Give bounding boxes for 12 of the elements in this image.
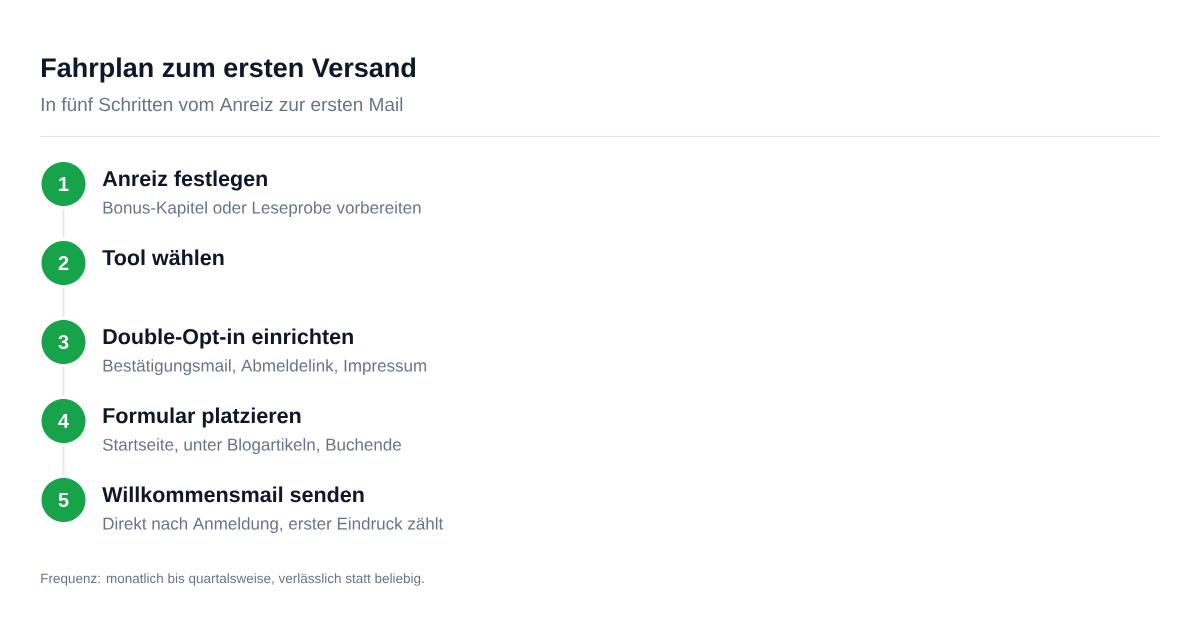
step-description: Startseite, unter Blogartikeln, Buchende: [102, 438, 401, 455]
step-heading: Double-Opt-in einrichten: [103, 328, 353, 349]
step-heading: Tool wählen: [102, 249, 224, 266]
step-description: Bestätigungsmail, Abmeldelink, Impressum: [103, 359, 427, 376]
step-description: Direkt nach Anmeldung, erster Eindruck zählt: [103, 517, 444, 534]
footnote: Frequenz: monatlich bis quartalsweise, verlässlich statt beliebig.: [41, 573, 424, 586]
title: Fahrplan zum ersten Versand: [42, 57, 416, 83]
step-heading: Anreiz festlegen: [102, 170, 267, 191]
step-heading: Formular platzieren: [103, 407, 301, 428]
step-heading: Willkommensmail senden: [102, 486, 364, 503]
subtitle: In fünf Schritten vom Anreiz zur ersten Mail: [41, 97, 403, 112]
step-description: Bonus-Kapitel oder Leseprobe vorbereiten: [103, 201, 421, 218]
